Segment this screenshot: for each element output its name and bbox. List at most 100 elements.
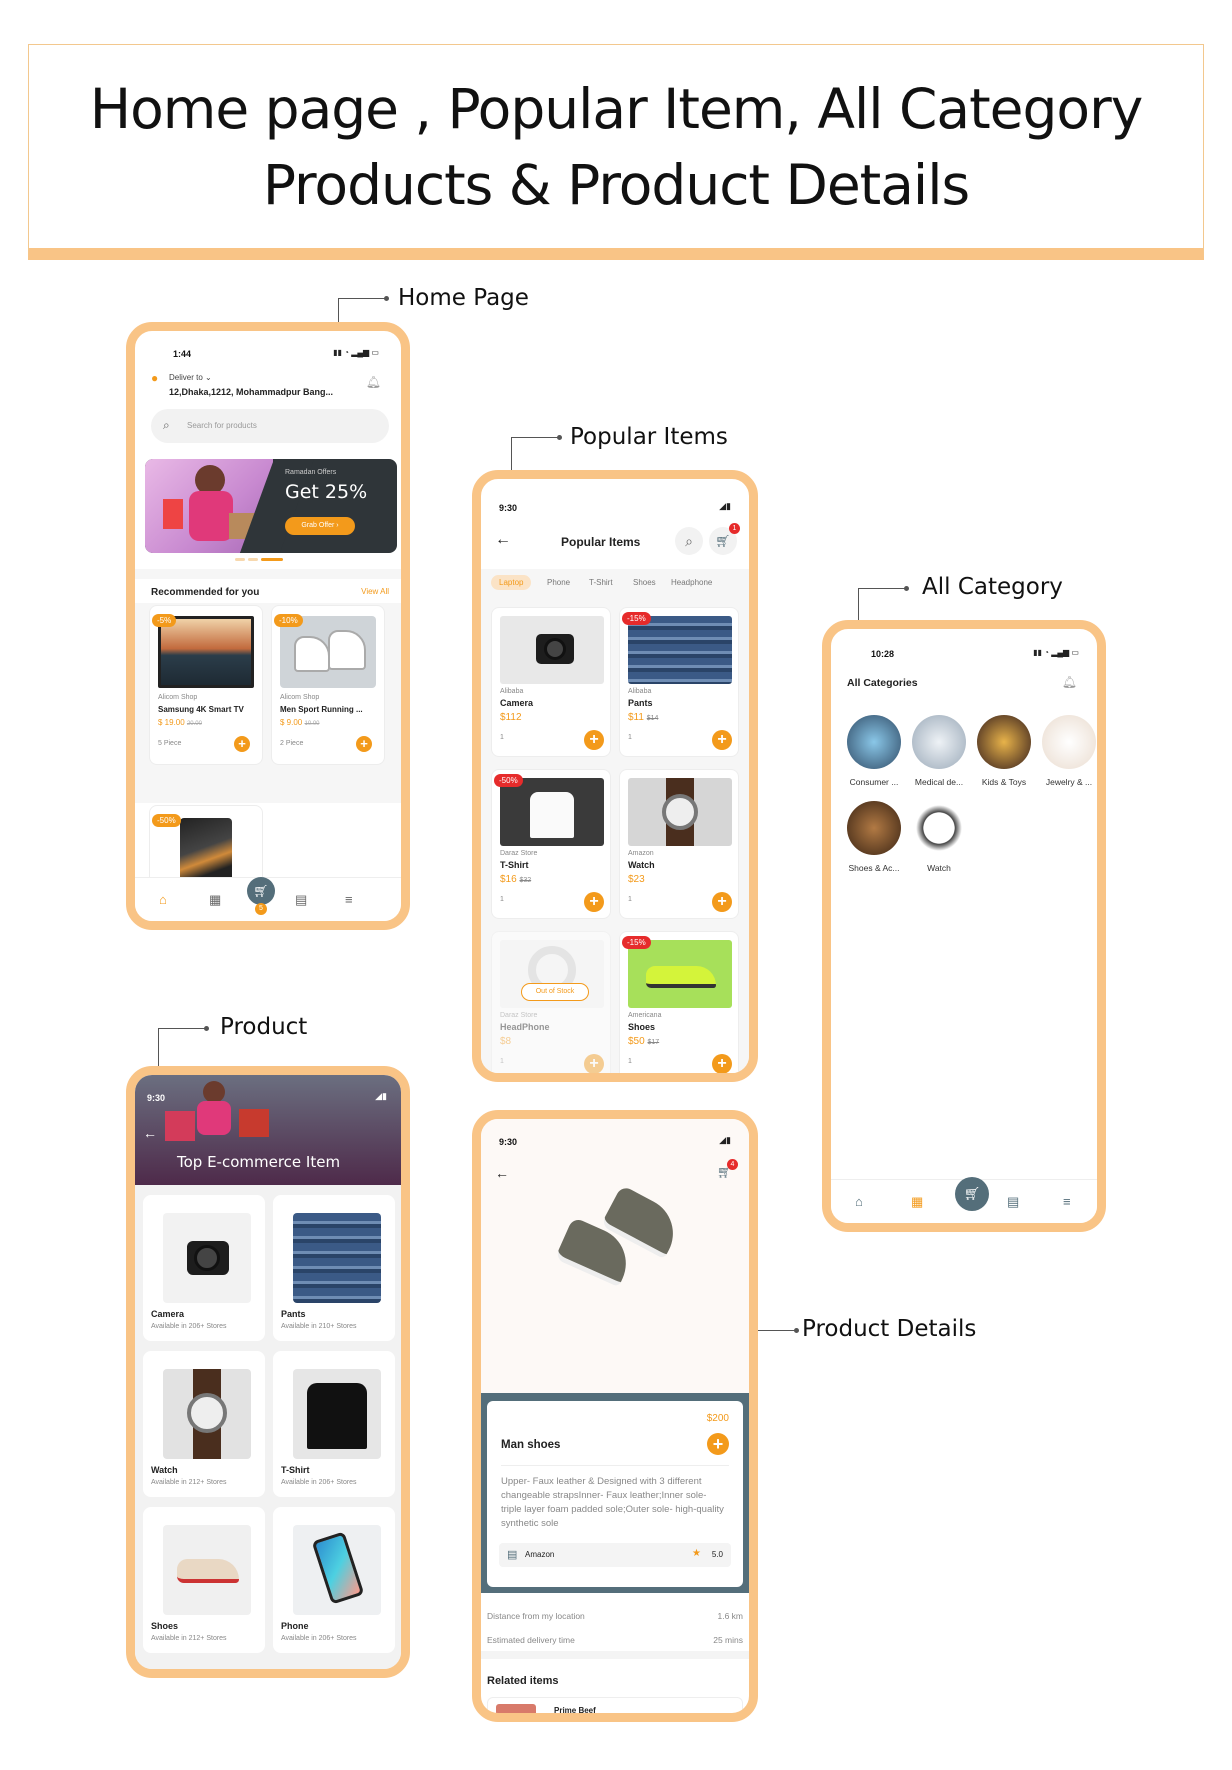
status-icons: ◢▮ <box>719 1135 731 1145</box>
item-price: $8 <box>500 1036 512 1047</box>
menu-icon[interactable]: ≡ <box>345 892 353 907</box>
category-medical-image[interactable] <box>912 715 966 769</box>
delivery-address[interactable]: 12,Dhaka,1212, Mohammadpur Bang... <box>169 387 334 397</box>
related-item-card[interactable]: Prime Beef <box>487 1697 743 1713</box>
add-to-cart-button[interactable]: + <box>584 730 604 750</box>
tshirt-image <box>293 1369 381 1459</box>
tab-tshirt[interactable]: T-Shirt <box>589 578 613 587</box>
shoes-image <box>628 940 732 1008</box>
category-label[interactable]: Watch <box>927 863 951 873</box>
item-card[interactable]: Amazon Watch $23 1 + <box>619 769 739 919</box>
category-watch-image[interactable] <box>912 801 966 855</box>
add-to-cart-button[interactable]: + <box>356 736 372 752</box>
add-to-cart-button[interactable]: + <box>712 730 732 750</box>
grid-icon[interactable]: ▦ <box>911 1194 924 1209</box>
search-input[interactable]: ⌕ Search for products <box>151 409 389 443</box>
callout-line-details <box>758 1330 796 1331</box>
tab-laptop[interactable]: Laptop <box>491 575 532 590</box>
store-name: Alibaba <box>628 688 652 695</box>
product-name: T-Shirt <box>281 1465 310 1475</box>
category-jewelry-image[interactable] <box>1042 715 1096 769</box>
tab-phone[interactable]: Phone <box>547 578 571 587</box>
item-card[interactable]: Alibaba Camera $112 1 + <box>491 607 611 757</box>
status-icons: ◢▮ <box>375 1091 387 1101</box>
product-name: Samsung 4K Smart TV <box>158 705 244 714</box>
camera-lens <box>194 1245 220 1271</box>
status-icons: ▮▮ ◔ ▂▄▆ ▭ <box>1033 648 1079 657</box>
product-tile[interactable]: Camera Available in 206+ Stores <box>143 1195 265 1341</box>
watch-image <box>163 1369 251 1459</box>
store-row[interactable]: ▤ Amazon ★ 5.0 <box>499 1543 731 1567</box>
tab-headphone[interactable]: Headphone <box>671 578 713 587</box>
product-tile[interactable]: Pants Available in 210+ Stores <box>273 1195 395 1341</box>
category-consumer-image[interactable] <box>847 715 901 769</box>
item-name: T-Shirt <box>500 860 529 870</box>
bell-icon[interactable]: 🔔︎ <box>365 375 381 389</box>
category-label[interactable]: Medical de... <box>914 777 964 787</box>
category-label[interactable]: Shoes & Ac... <box>848 863 900 873</box>
bell-icon[interactable]: 🔔︎ <box>1061 675 1077 689</box>
category-toys-image[interactable] <box>977 715 1031 769</box>
details-hero <box>481 1119 749 1393</box>
status-time: 1:44 <box>173 349 192 359</box>
category-label[interactable]: Kids & Toys <box>981 777 1027 787</box>
back-arrow-icon[interactable]: ← <box>143 1125 157 1141</box>
cart-fab-icon[interactable]: 🛒︎ <box>955 1177 989 1211</box>
search-icon[interactable]: ⌕ <box>675 527 703 555</box>
view-all-link[interactable]: View All <box>361 587 389 596</box>
rating-value: 5.0 <box>711 1550 723 1559</box>
store-icon[interactable]: ▤ <box>295 892 308 907</box>
shop-name: Alicom Shop <box>280 694 320 701</box>
popular-phone: 9:30 ◢▮ ← Popular Items ⌕ 🛒︎ 1 Laptop Ph… <box>472 470 758 1082</box>
carousel-dot[interactable] <box>235 558 245 561</box>
product-tile[interactable]: Watch Available in 212+ Stores <box>143 1351 265 1497</box>
product-tile[interactable]: Shoes Available in 212+ Stores <box>143 1507 265 1653</box>
product-hero <box>135 1075 401 1185</box>
menu-icon[interactable]: ≡ <box>1063 1194 1071 1209</box>
product-name: Camera <box>151 1309 185 1319</box>
status-time: 9:30 <box>499 503 518 513</box>
promo-banner[interactable]: Ramadan Offers Get 25% Grab Offer › <box>145 459 397 553</box>
shoe-shape <box>294 636 330 672</box>
item-card[interactable]: -50% Daraz Store T-Shirt $16 $32 1 + <box>491 769 611 919</box>
store-icon[interactable]: ▤ <box>1007 1194 1020 1209</box>
add-to-cart-button[interactable]: + <box>584 1054 604 1073</box>
product-card[interactable]: -5% Alicom Shop Samsung 4K Smart TV $ 19… <box>149 605 263 765</box>
callout-dot <box>384 296 389 301</box>
category-label[interactable]: Jewelry & ... <box>1045 777 1093 787</box>
item-card[interactable]: -15% Alibaba Pants $11 $14 1 + <box>619 607 739 757</box>
carousel-dot-active[interactable] <box>261 558 283 561</box>
item-card[interactable]: -15% Americana Shoes $50 $17 1 + <box>619 931 739 1073</box>
product-stores: Available in 206+ Stores <box>281 1635 357 1642</box>
item-card-out-of-stock[interactable]: Daraz Store HeadPhone $8 1 + <box>491 931 611 1073</box>
product-name: Pants <box>281 1309 306 1319</box>
delivery-label: Estimated delivery time <box>487 1635 575 1645</box>
category-shoes-image[interactable] <box>847 801 901 855</box>
add-to-cart-button[interactable]: + <box>584 892 604 912</box>
cart-count-badge: 5 <box>255 903 267 915</box>
deliver-to-label[interactable]: Deliver to ⌄ <box>169 373 212 382</box>
cart-fab-icon[interactable]: 🛒︎ <box>247 877 275 905</box>
add-to-cart-button[interactable]: + <box>712 1054 732 1073</box>
product-description: Upper- Faux leather & Designed with 3 di… <box>501 1476 724 1529</box>
add-to-cart-button[interactable]: + <box>234 736 250 752</box>
tshirt-shape <box>530 792 574 838</box>
tab-shoes[interactable]: Shoes <box>633 578 656 587</box>
carousel-dot[interactable] <box>248 558 258 561</box>
product-tile[interactable]: Phone Available in 206+ Stores <box>273 1507 395 1653</box>
add-to-cart-button[interactable]: + <box>707 1433 729 1455</box>
delivery-value: 25 mins <box>713 1635 743 1645</box>
grab-offer-button[interactable]: Grab Offer › <box>285 517 355 535</box>
watch-face <box>187 1393 227 1433</box>
hero-woman-head <box>203 1081 225 1103</box>
category-label[interactable]: Consumer ... <box>849 777 899 787</box>
home-icon[interactable]: ⌂ <box>159 892 167 907</box>
add-to-cart-button[interactable]: + <box>712 892 732 912</box>
product-card[interactable]: -10% Alicom Shop Men Sport Running ... $… <box>271 605 385 765</box>
back-arrow-icon[interactable]: ← <box>495 1165 509 1181</box>
back-arrow-icon[interactable]: ← <box>495 531 511 548</box>
search-placeholder: Search for products <box>187 421 257 430</box>
grid-icon[interactable]: ▦ <box>209 892 222 907</box>
home-icon[interactable]: ⌂ <box>855 1194 863 1209</box>
product-tile[interactable]: T-Shirt Available in 206+ Stores <box>273 1351 395 1497</box>
